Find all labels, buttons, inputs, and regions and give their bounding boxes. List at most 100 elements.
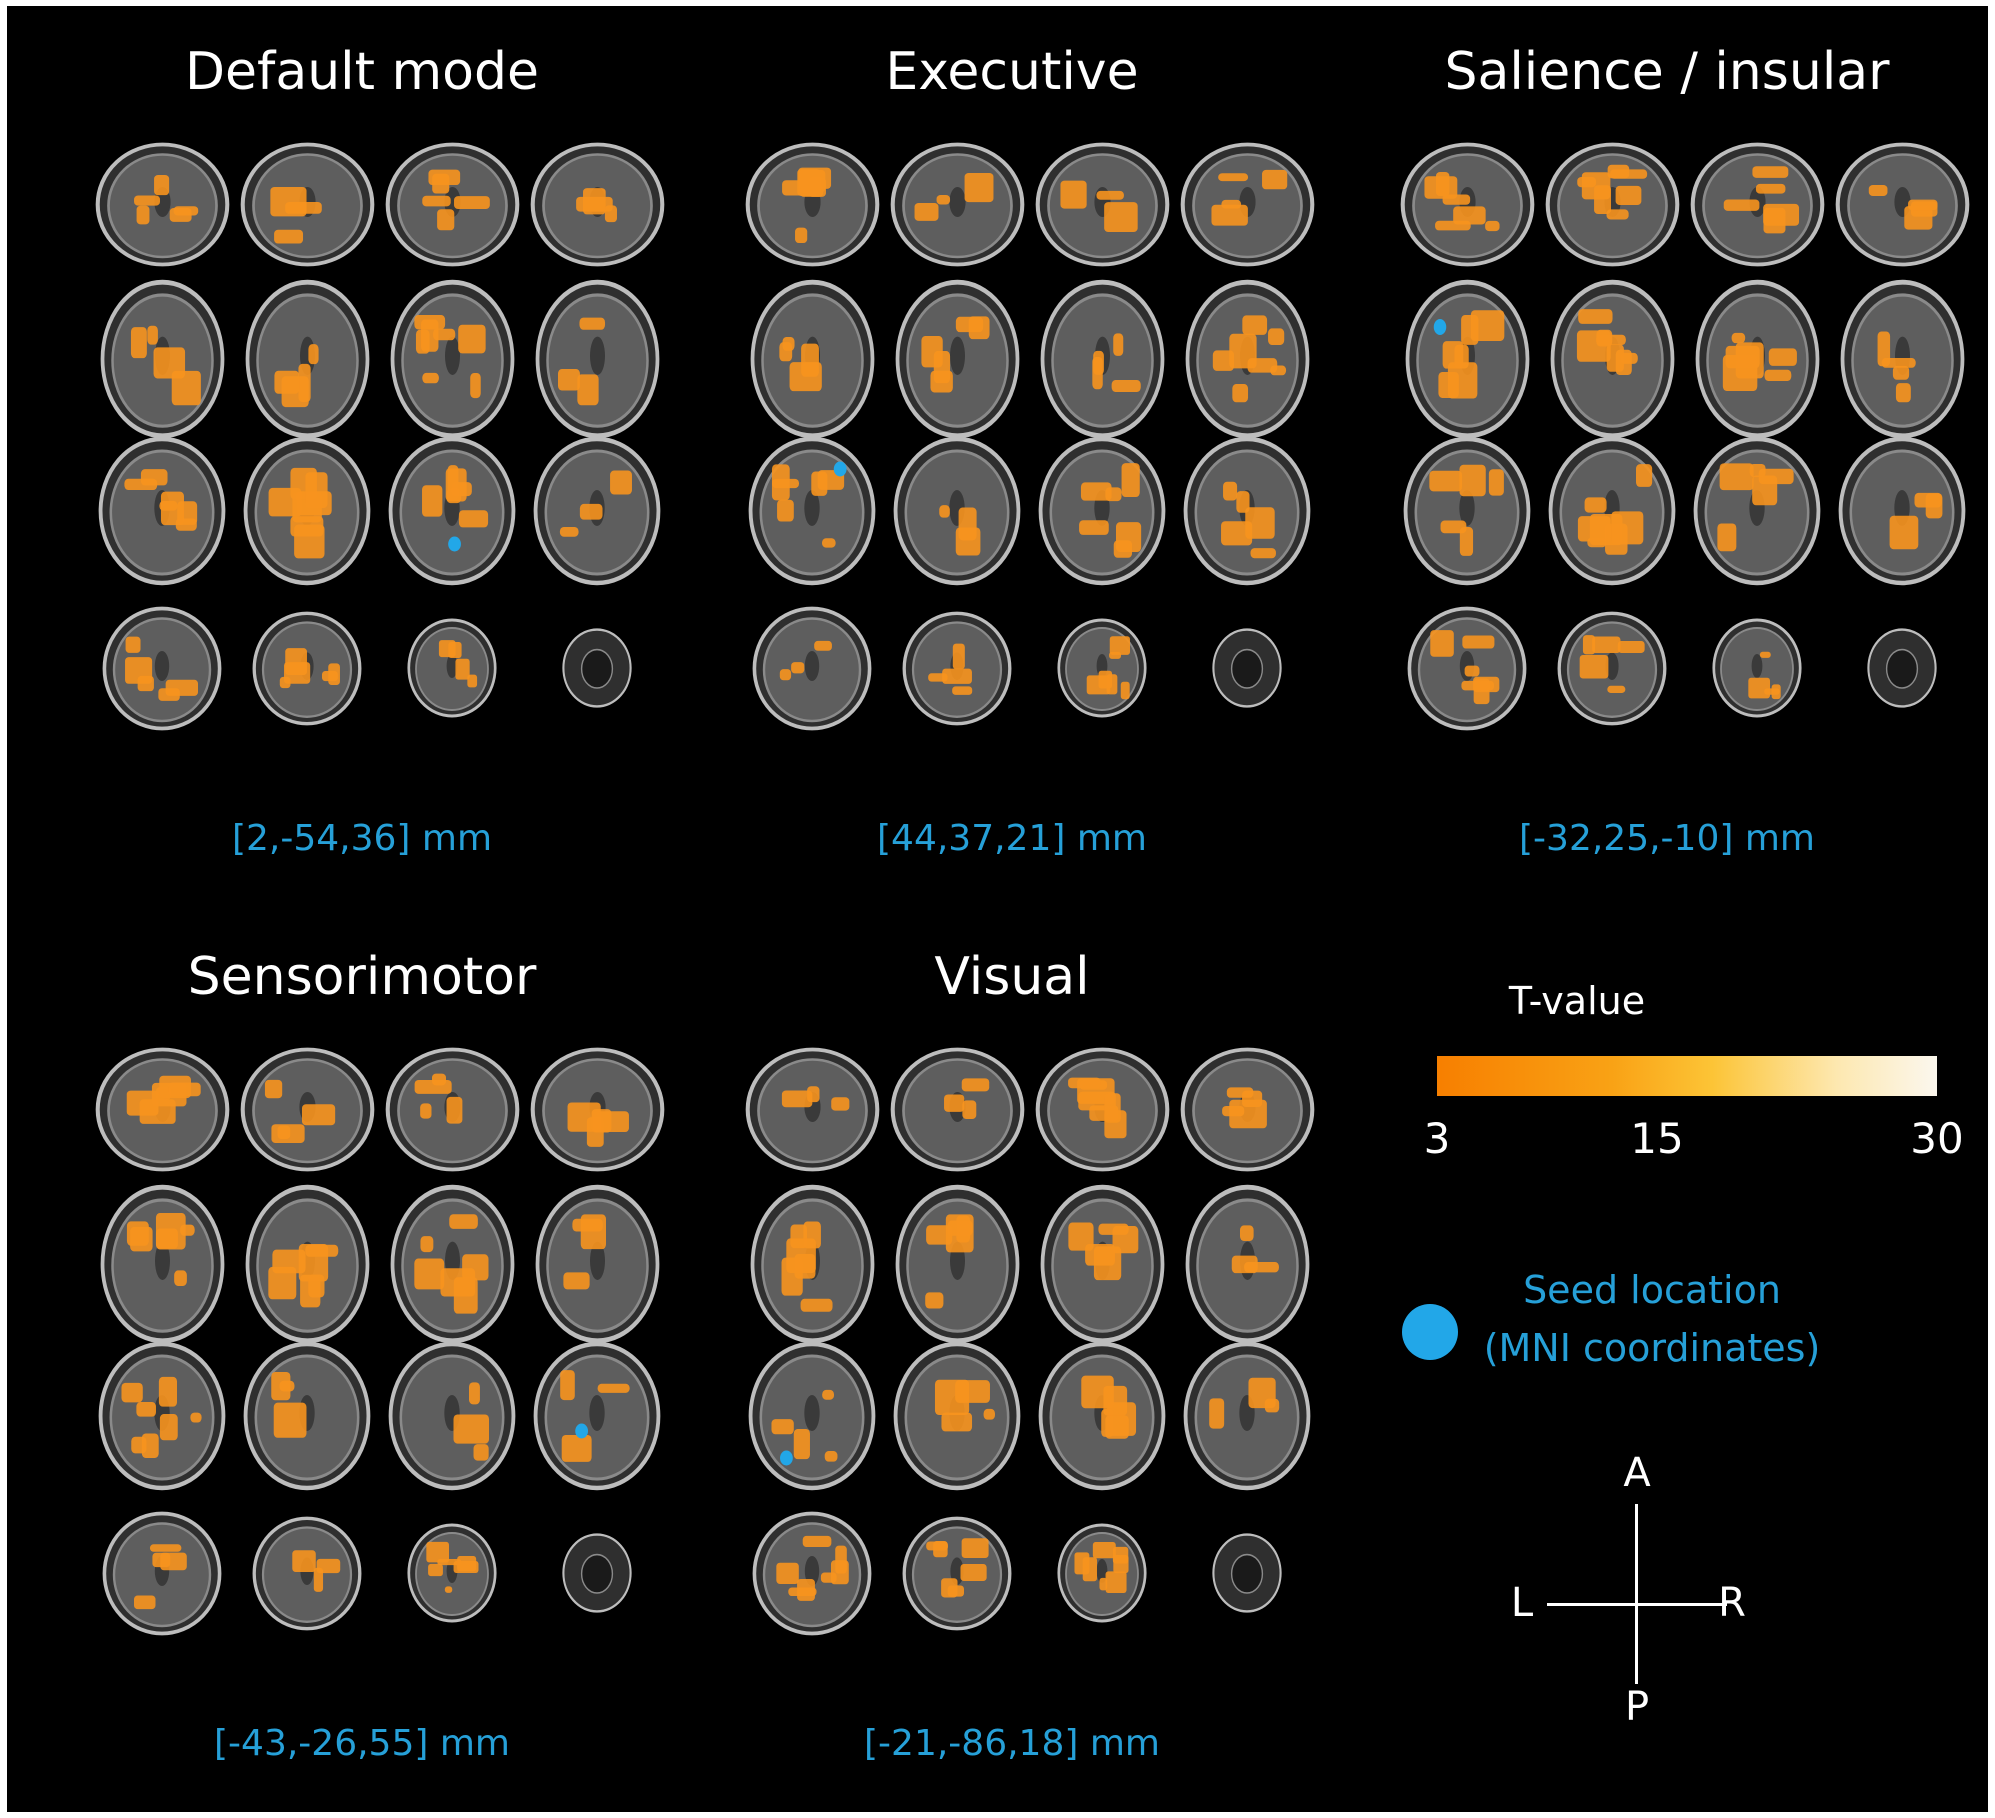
panel-title: Sensorimotor bbox=[187, 947, 537, 1007]
axial-slice bbox=[1185, 1184, 1310, 1344]
axial-slice bbox=[1835, 142, 1970, 267]
axial-slice bbox=[407, 618, 497, 718]
legend: T-value 3 15 30 Seed location (MNI coord… bbox=[1327, 956, 1987, 1806]
axial-slice bbox=[535, 1184, 660, 1344]
axial-slice bbox=[895, 1184, 1020, 1344]
axial-slice bbox=[243, 1341, 371, 1491]
axial-slice bbox=[535, 279, 660, 439]
axial-slice bbox=[1712, 618, 1802, 718]
axial-slice bbox=[1545, 142, 1680, 267]
axial-slice bbox=[407, 1523, 497, 1623]
axial-slice bbox=[1057, 618, 1147, 718]
seed-legend-sublabel: (MNI coordinates) bbox=[1483, 1326, 1821, 1370]
panel-visual: Visual [-21,-86,18] mm bbox=[687, 911, 1337, 1791]
colorbar-tick-mid: 15 bbox=[1630, 1114, 1684, 1163]
seed-coordinates: [-21,-86,18] mm bbox=[864, 1723, 1160, 1764]
right-label: R bbox=[1718, 1580, 1746, 1626]
axial-slice bbox=[1183, 1341, 1311, 1491]
axial-slice bbox=[750, 279, 875, 439]
seed-coordinates: [-43,-26,55] mm bbox=[214, 1723, 510, 1764]
axial-slice bbox=[890, 142, 1025, 267]
posterior-label: P bbox=[1624, 1684, 1650, 1730]
axial-slice bbox=[252, 611, 362, 726]
axial-slice bbox=[390, 279, 515, 439]
axial-slice bbox=[1212, 628, 1282, 708]
axial-slice bbox=[385, 1047, 520, 1172]
axial-slice bbox=[745, 142, 880, 267]
panel-default-mode: Default mode [2,-54,36] mm bbox=[37, 6, 687, 886]
seed-legend-label: Seed location bbox=[1523, 1268, 1781, 1312]
axial-slice bbox=[252, 1516, 362, 1631]
panel-title: Executive bbox=[885, 42, 1139, 102]
seed-location-icon bbox=[1402, 1304, 1458, 1360]
compass-vertical-line bbox=[1635, 1504, 1638, 1684]
axial-slice bbox=[385, 142, 520, 267]
compass-horizontal-line bbox=[1547, 1603, 1727, 1606]
colorbar-title: T-value bbox=[1508, 979, 1646, 1023]
axial-slice bbox=[1693, 436, 1821, 586]
panel-executive: Executive [44,37,21] mm bbox=[687, 6, 1337, 886]
axial-slice bbox=[1840, 279, 1965, 439]
slice-grid bbox=[732, 1029, 1314, 1709]
panel-title: Default mode bbox=[185, 42, 539, 102]
colorbar-tick-max: 30 bbox=[1910, 1114, 1964, 1163]
seed-coordinates: [2,-54,36] mm bbox=[231, 818, 493, 859]
axial-slice bbox=[240, 1047, 375, 1172]
axial-slice bbox=[748, 436, 876, 586]
axial-slice bbox=[1180, 142, 1315, 267]
brain-network-figure: Default mode [2,-54,36] mm Executive [44… bbox=[7, 6, 1988, 1812]
panel-salience-insular: Salience / insular [-32,25,-10] mm bbox=[1342, 6, 1992, 886]
axial-slice bbox=[752, 606, 872, 731]
axial-slice bbox=[388, 436, 516, 586]
axial-slice bbox=[1057, 1523, 1147, 1623]
axial-slice bbox=[1695, 279, 1820, 439]
axial-slice bbox=[893, 436, 1021, 586]
axial-slice bbox=[95, 142, 230, 267]
panel-title: Salience / insular bbox=[1444, 42, 1890, 102]
axial-slice bbox=[745, 1047, 880, 1172]
axial-slice bbox=[1403, 436, 1531, 586]
axial-slice bbox=[1838, 436, 1966, 586]
axial-slice bbox=[533, 1341, 661, 1491]
axial-slice bbox=[1690, 142, 1825, 267]
slice-grid bbox=[82, 1029, 665, 1709]
axial-slice bbox=[390, 1184, 515, 1344]
axial-slice bbox=[245, 1184, 370, 1344]
panel-sensorimotor: Sensorimotor [-43,-26,55] mm bbox=[37, 911, 687, 1791]
axial-slice bbox=[95, 1047, 230, 1172]
panel-title: Visual bbox=[934, 947, 1090, 1007]
axial-slice bbox=[1035, 142, 1170, 267]
axial-slice bbox=[752, 1511, 872, 1636]
axial-slice bbox=[750, 1184, 875, 1344]
axial-slice bbox=[1867, 628, 1937, 708]
axial-slice bbox=[245, 279, 370, 439]
anterior-label: A bbox=[1623, 1450, 1651, 1496]
orientation-compass: A P L R bbox=[1507, 1444, 1767, 1734]
axial-slice bbox=[1038, 436, 1166, 586]
axial-slice bbox=[1548, 436, 1676, 586]
axial-slice bbox=[1557, 611, 1667, 726]
axial-slice bbox=[98, 1341, 226, 1491]
axial-slice bbox=[102, 1511, 222, 1636]
seed-coordinates: [-32,25,-10] mm bbox=[1519, 818, 1815, 859]
axial-slice bbox=[890, 1047, 1025, 1172]
axial-slice bbox=[100, 279, 225, 439]
axial-slice bbox=[100, 1184, 225, 1344]
axial-slice bbox=[895, 279, 1020, 439]
axial-slice bbox=[240, 142, 375, 267]
axial-slice bbox=[98, 436, 226, 586]
axial-slice bbox=[243, 436, 371, 586]
axial-slice bbox=[1405, 279, 1530, 439]
axial-slice bbox=[748, 1341, 876, 1491]
seed-coordinates: [44,37,21] mm bbox=[877, 818, 1147, 859]
axial-slice bbox=[902, 1516, 1012, 1631]
axial-slice bbox=[1407, 606, 1527, 731]
axial-slice bbox=[1212, 1533, 1282, 1613]
colorbar-tick-min: 3 bbox=[1423, 1114, 1451, 1163]
axial-slice bbox=[562, 1533, 632, 1613]
colorbar bbox=[1437, 1056, 1937, 1096]
axial-slice bbox=[1038, 1341, 1166, 1491]
axial-slice bbox=[1550, 279, 1675, 439]
axial-slice bbox=[530, 1047, 665, 1172]
axial-slice bbox=[1040, 279, 1165, 439]
